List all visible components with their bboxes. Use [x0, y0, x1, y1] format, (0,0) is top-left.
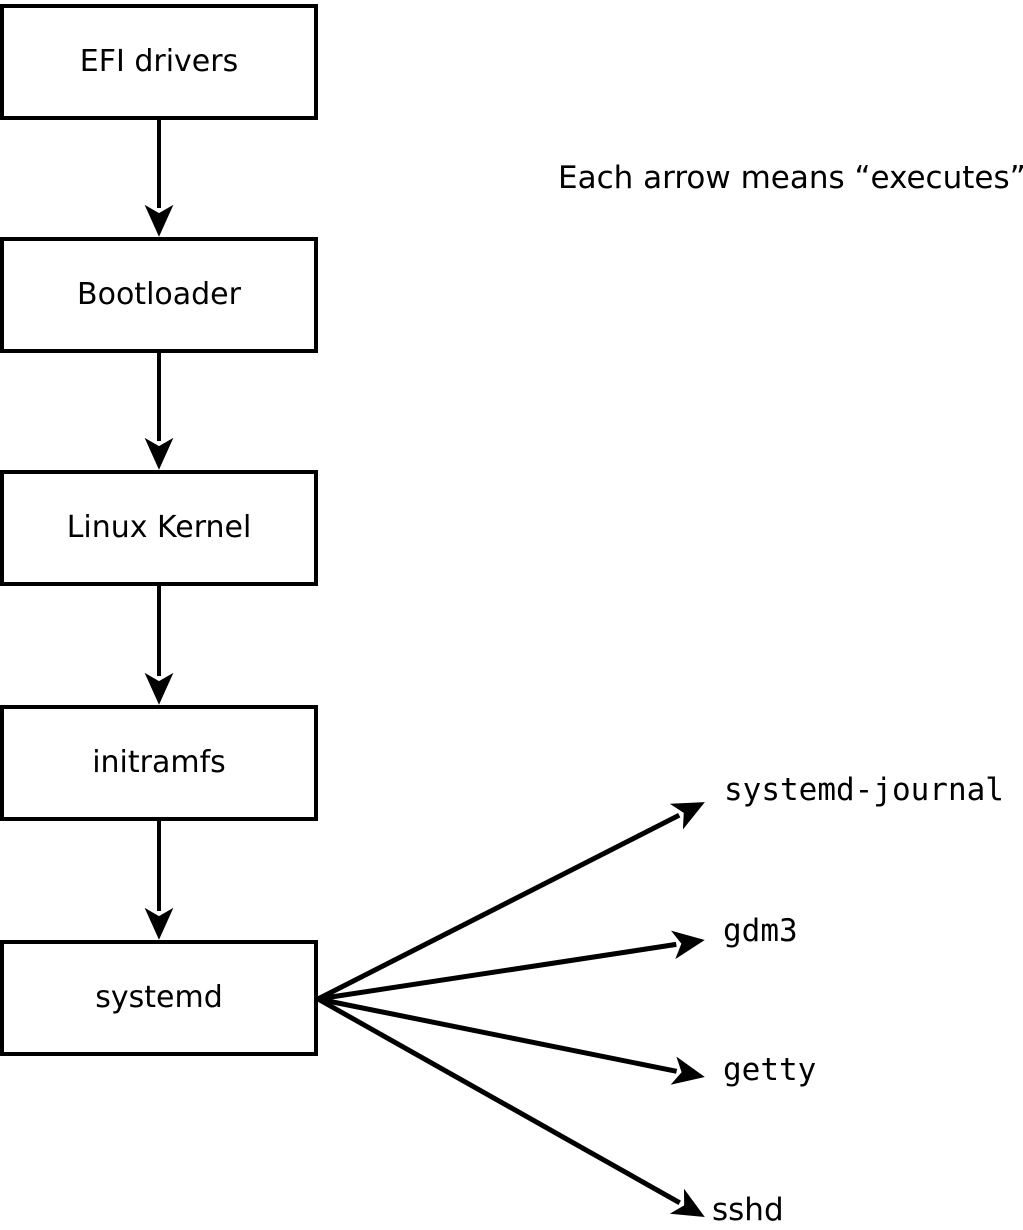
node-initramfs-label: initramfs	[92, 745, 226, 780]
node-linux-kernel: Linux Kernel	[0, 470, 318, 586]
node-linux-kernel-label: Linux Kernel	[66, 510, 252, 545]
arrow-systemd-to-journal	[316, 802, 705, 1002]
arrow-systemd-to-gdm3	[317, 930, 705, 1002]
arrow-systemd-to-getty	[317, 996, 705, 1085]
node-efi-drivers: EFI drivers	[0, 4, 318, 120]
node-systemd-label: systemd	[95, 980, 223, 1015]
arrow-systemd-to-sshd	[316, 996, 705, 1217]
diagram-note: Each arrow means “executes”.	[558, 160, 1023, 196]
process-label-sshd: sshd	[712, 1192, 784, 1228]
node-bootloader-label: Bootloader	[77, 277, 241, 312]
process-label-systemd-journal: systemd-journal	[724, 772, 1004, 808]
process-label-gdm3: gdm3	[723, 913, 798, 949]
process-label-getty: getty	[723, 1052, 817, 1088]
node-bootloader: Bootloader	[0, 237, 318, 353]
node-efi-drivers-label: EFI drivers	[79, 44, 239, 79]
node-systemd: systemd	[0, 940, 318, 1056]
node-initramfs: initramfs	[0, 705, 318, 821]
